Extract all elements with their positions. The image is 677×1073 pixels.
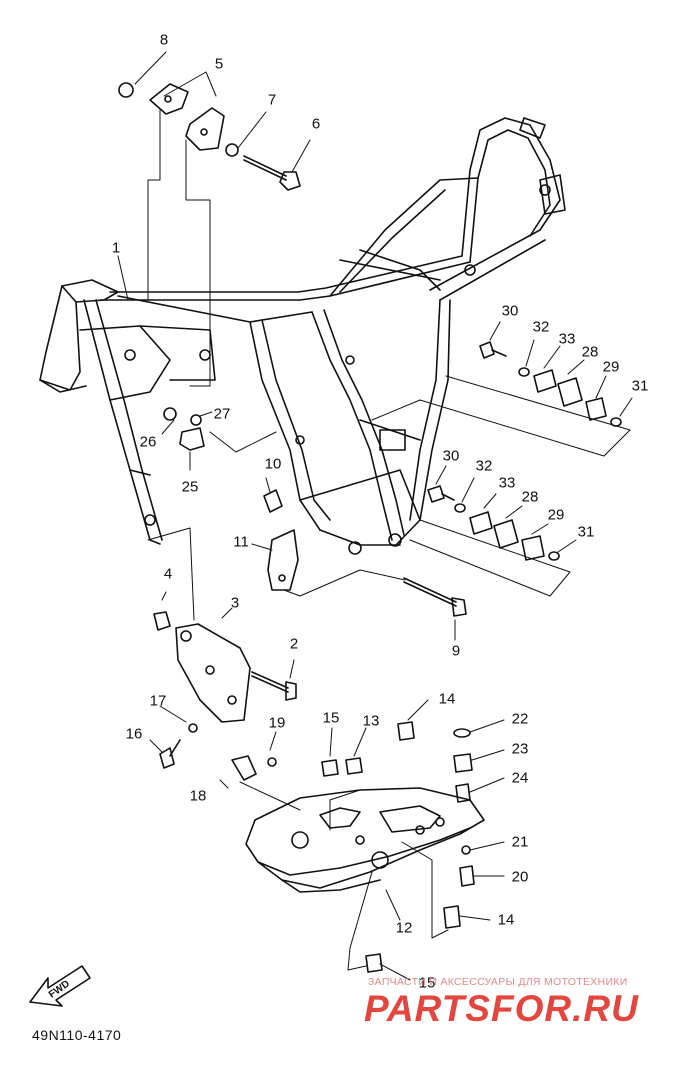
watermark-brand: PARTSFOR.RU [364,988,639,1029]
callout-31-upper: 31 [631,377,649,395]
callout-28-lower: 28 [521,488,539,506]
callout-19: 19 [268,714,286,732]
callout-1: 1 [111,239,121,257]
diagram-code: 49N110-4170 [32,1027,122,1043]
mount-plates [251,477,467,641]
callout-18: 18 [189,787,207,805]
callout-13: 13 [362,712,380,730]
callout-11: 11 [233,533,249,551]
callout-22: 22 [511,710,529,728]
callout-2: 2 [289,635,299,653]
callout-17: 17 [149,692,167,710]
watermark-tagline: ЗАПЧАСТИ И АКСЕССУАРЫ ДЛЯ МОТОТЕХНИКИ [368,976,628,988]
callout-29-upper: 29 [602,358,620,376]
callout-27: 27 [213,405,231,423]
callout-33-upper: 33 [558,330,576,348]
callout-5: 5 [214,55,224,73]
callout-25: 25 [181,478,199,496]
callout-24: 24 [511,769,529,787]
callout-16: 16 [125,725,143,743]
callout-31-lower: 31 [577,523,595,541]
skid-plate [219,699,505,981]
main-frame [39,117,566,555]
callout-12: 12 [395,919,413,937]
clamp-parts [161,407,277,471]
callout-15-upper: 15 [322,709,340,727]
callout-23: 23 [511,740,529,758]
callout-21: 21 [511,833,529,851]
callout-29-lower: 29 [547,506,565,524]
callout-32-upper: 32 [532,318,550,336]
forward-arrow-icon [29,965,91,1007]
lower-bracket [147,527,297,769]
callout-9: 9 [451,642,461,660]
callout-30-upper: 30 [501,302,519,320]
callout-8: 8 [159,31,169,49]
callout-28-upper: 28 [581,343,599,361]
callout-7: 7 [267,91,277,109]
callout-26: 26 [139,433,157,451]
callout-3: 3 [230,594,240,612]
callout-33-lower: 33 [498,474,516,492]
callout-30-lower: 30 [442,447,460,465]
callout-32-lower: 32 [475,457,493,475]
callout-10: 10 [264,455,282,473]
spacer-sets [371,321,633,597]
callout-20: 20 [511,868,529,886]
callout-15-lower: 15 [418,974,436,992]
callout-14-lower: 14 [497,911,515,929]
callout-6: 6 [311,115,321,133]
upper-brackets [117,51,311,387]
callout-14-upper: 14 [438,690,456,708]
callout-4: 4 [163,565,173,583]
